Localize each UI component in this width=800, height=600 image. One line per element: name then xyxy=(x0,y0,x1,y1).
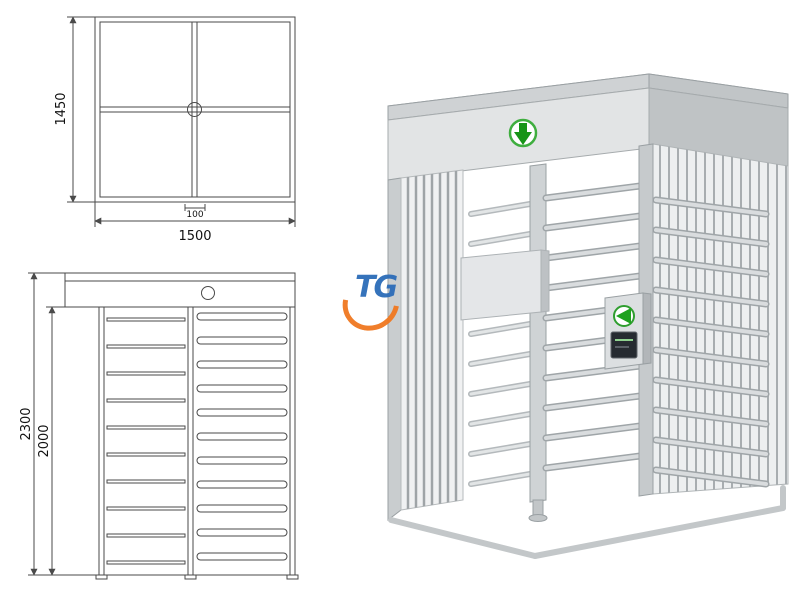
header-band xyxy=(387,87,789,181)
plan-frame xyxy=(94,16,296,203)
rotor-arms-back xyxy=(471,204,530,484)
plan-dimension-center: 100 xyxy=(184,204,206,220)
elevation-header xyxy=(64,272,296,308)
dim-center-label: 100 xyxy=(186,210,203,220)
dim-total-height-label: 2300 xyxy=(20,407,34,440)
dim-height-label: 1450 xyxy=(55,92,69,125)
elevation-rotor-arms xyxy=(106,317,186,565)
plan-dimension-height: 1450 xyxy=(55,16,95,203)
rotor-hub xyxy=(187,102,202,117)
plan-dimension-width: 1500 xyxy=(94,202,296,244)
elevation-dimension-passage: 2000 xyxy=(37,306,99,576)
center-post-foot xyxy=(528,499,548,522)
elevation-body xyxy=(95,307,299,580)
center-post xyxy=(529,163,547,503)
front-view-drawing: 2300 2000 xyxy=(20,272,299,580)
dim-width-label: 1500 xyxy=(178,229,211,244)
elevation-side-slats xyxy=(196,312,288,561)
reader-screen xyxy=(610,331,638,359)
left-wing-bars xyxy=(406,170,458,510)
dim-passage-height-label: 2000 xyxy=(37,424,52,457)
indicator-circle xyxy=(201,286,215,300)
left-arrow-indicator-icon xyxy=(613,305,635,327)
left-wing-panel xyxy=(387,169,464,522)
tg-logo-watermark: TG xyxy=(331,264,411,342)
plan-rotor-cross xyxy=(99,21,291,198)
card-reader[interactable] xyxy=(604,292,652,370)
top-view-drawing: 1450 1500 100 xyxy=(55,16,296,244)
turnstile-3d-render xyxy=(387,73,789,559)
base-frame xyxy=(388,485,786,559)
right-side-panel xyxy=(652,143,789,495)
mounting-plate xyxy=(460,249,550,321)
elevation-dimension-total: 2300 xyxy=(20,272,99,576)
down-arrow-indicator-icon xyxy=(508,118,538,148)
logo-text: TG xyxy=(355,270,398,305)
left-corner-post xyxy=(387,177,402,522)
